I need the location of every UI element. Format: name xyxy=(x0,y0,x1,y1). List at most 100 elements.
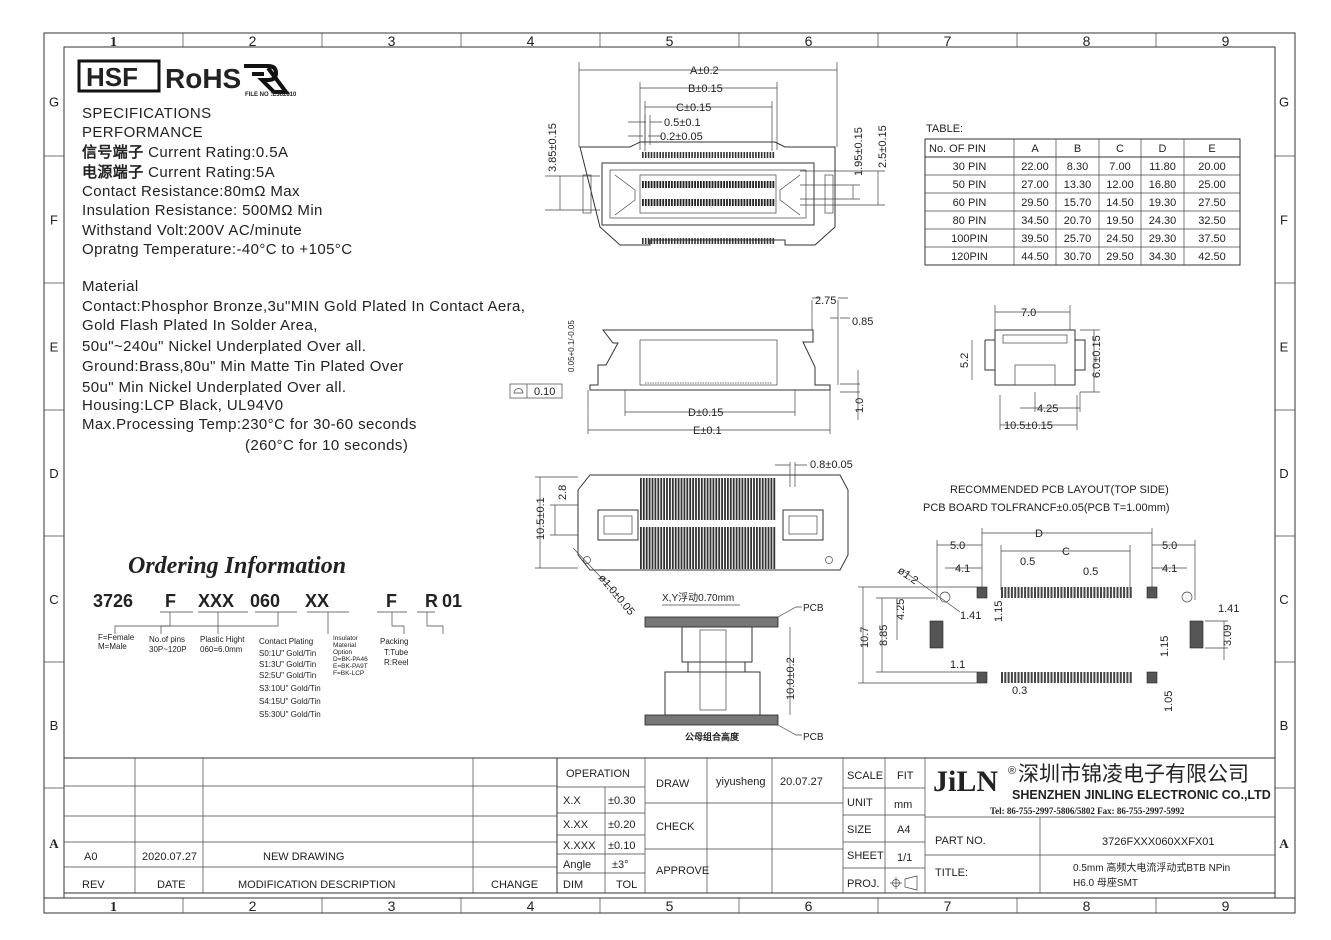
table-header: D xyxy=(1159,143,1167,155)
pin-mark xyxy=(702,152,705,158)
pin-mark xyxy=(669,527,671,569)
dim-label: 2.5±0.15 xyxy=(877,125,889,168)
pcb-pad xyxy=(1014,587,1017,598)
pin-mark xyxy=(653,199,656,206)
table-cell: 39.50 xyxy=(1021,233,1049,245)
pin-mark xyxy=(731,199,734,206)
pin-mark xyxy=(702,238,705,244)
pin-mark xyxy=(702,181,705,188)
pcb-pad xyxy=(1017,672,1020,683)
table-label: TABLE: xyxy=(926,123,963,135)
pin-mark xyxy=(724,478,726,520)
dim-label: 10.5±0.15 xyxy=(1004,420,1053,432)
pin-mark xyxy=(772,181,775,188)
pin-mark xyxy=(685,181,688,188)
pin-mark xyxy=(773,527,776,569)
tol-dim: Angle xyxy=(563,859,591,871)
pin-mark xyxy=(647,238,650,244)
spec-power-current: 电源端子 Current Rating:5A xyxy=(82,163,275,181)
company-name-en: SHENZHEN JINLING ELECTRONIC CO.,LTD xyxy=(1012,788,1271,802)
pcb-pad xyxy=(1073,672,1076,683)
tol-value: ±0.20 xyxy=(608,819,635,831)
table-cell: 50 PIN xyxy=(953,179,987,191)
material-line: Gold Flash Plated In Solder Area, xyxy=(82,317,318,334)
pin-mark xyxy=(746,181,749,188)
dim-header: DIM xyxy=(563,879,583,891)
pin-mark xyxy=(659,238,661,244)
pin-mark xyxy=(640,478,642,520)
pin-mark xyxy=(763,238,766,244)
certification-logos: HSF RoHS FILE NO :E362810 xyxy=(77,59,297,98)
pin-mark xyxy=(671,199,673,206)
table-cell: 60 PIN xyxy=(953,197,987,209)
pin-mark xyxy=(720,181,723,188)
pcb-pad xyxy=(1057,587,1060,598)
pin-mark xyxy=(665,238,667,244)
drawing-title-line2: H6.0 母座SMT xyxy=(1073,876,1138,889)
pcb-pad xyxy=(1037,587,1040,598)
dim-label: C xyxy=(1062,546,1070,558)
pin-mark xyxy=(650,238,653,244)
legend-text: F=Female xyxy=(98,633,135,642)
pin-mark xyxy=(755,199,757,206)
pin-mark xyxy=(721,478,723,520)
dim-label: 5.0 xyxy=(1162,540,1177,552)
pin-mark xyxy=(735,527,738,569)
pin-mark xyxy=(685,152,688,158)
pin-mark xyxy=(708,152,711,158)
row-marker: G xyxy=(49,95,59,110)
tol-value: ±3° xyxy=(612,859,629,871)
pcb-pad xyxy=(1080,672,1083,683)
pin-mark xyxy=(758,152,760,158)
pin-mark xyxy=(679,199,682,206)
pin-mark xyxy=(657,478,660,520)
tol-dim: X.X xyxy=(563,795,581,807)
code-suffix: 01 xyxy=(442,591,462,611)
pin-mark xyxy=(680,527,683,569)
pcb-pad xyxy=(1093,587,1096,598)
part-number: 3726FXXX060XXFX01 xyxy=(1102,836,1215,848)
pin-mark xyxy=(657,527,660,569)
pin-mark xyxy=(760,199,763,206)
pcb-pad xyxy=(1004,672,1007,683)
dim-label: 1.1 xyxy=(950,659,965,671)
pin-mark xyxy=(727,478,729,520)
column-marker: 9 xyxy=(1222,33,1230,49)
dim-label: 3.85±0.15 xyxy=(547,123,559,172)
pin-mark xyxy=(769,152,772,158)
pin-mark xyxy=(668,181,670,188)
pcb-pad xyxy=(1090,587,1093,598)
pin-mark xyxy=(705,238,708,244)
pin-mark xyxy=(686,527,689,569)
header-change: CHANGE xyxy=(491,879,538,891)
approve-label: APPROVE xyxy=(656,865,709,877)
pin-mark xyxy=(717,238,719,244)
pcb-pad xyxy=(1010,587,1013,598)
stack-caption: 公母组合高度 xyxy=(685,731,740,742)
pcb-pad xyxy=(1100,587,1102,598)
pin-mark xyxy=(697,238,699,244)
scale-value: FIT xyxy=(897,770,914,782)
pcb-pad xyxy=(1053,672,1056,683)
sheet-value: 1/1 xyxy=(897,852,912,864)
pin-mark xyxy=(698,478,700,520)
pcb-pad xyxy=(1001,587,1003,598)
legend-text: M=Male xyxy=(98,642,127,651)
ordering-title: Ordering Information xyxy=(128,553,346,579)
pin-mark xyxy=(752,152,754,158)
company-logo: JiLN xyxy=(933,765,998,798)
pin-mark xyxy=(717,181,720,188)
pin-mark xyxy=(698,527,700,569)
pin-mark xyxy=(729,199,731,206)
dim-label: 1.05 xyxy=(1163,691,1175,712)
pcb-pad xyxy=(1103,587,1106,598)
pin-mark xyxy=(669,478,671,520)
column-marker: 2 xyxy=(249,33,257,49)
pin-mark xyxy=(692,478,694,520)
table-cell: 120PIN xyxy=(951,251,988,263)
pin-mark xyxy=(682,238,685,244)
legend-text: Option xyxy=(333,649,353,656)
pin-mark xyxy=(689,478,692,520)
pin-mark xyxy=(746,238,748,244)
table-cell: 25.00 xyxy=(1198,179,1226,191)
